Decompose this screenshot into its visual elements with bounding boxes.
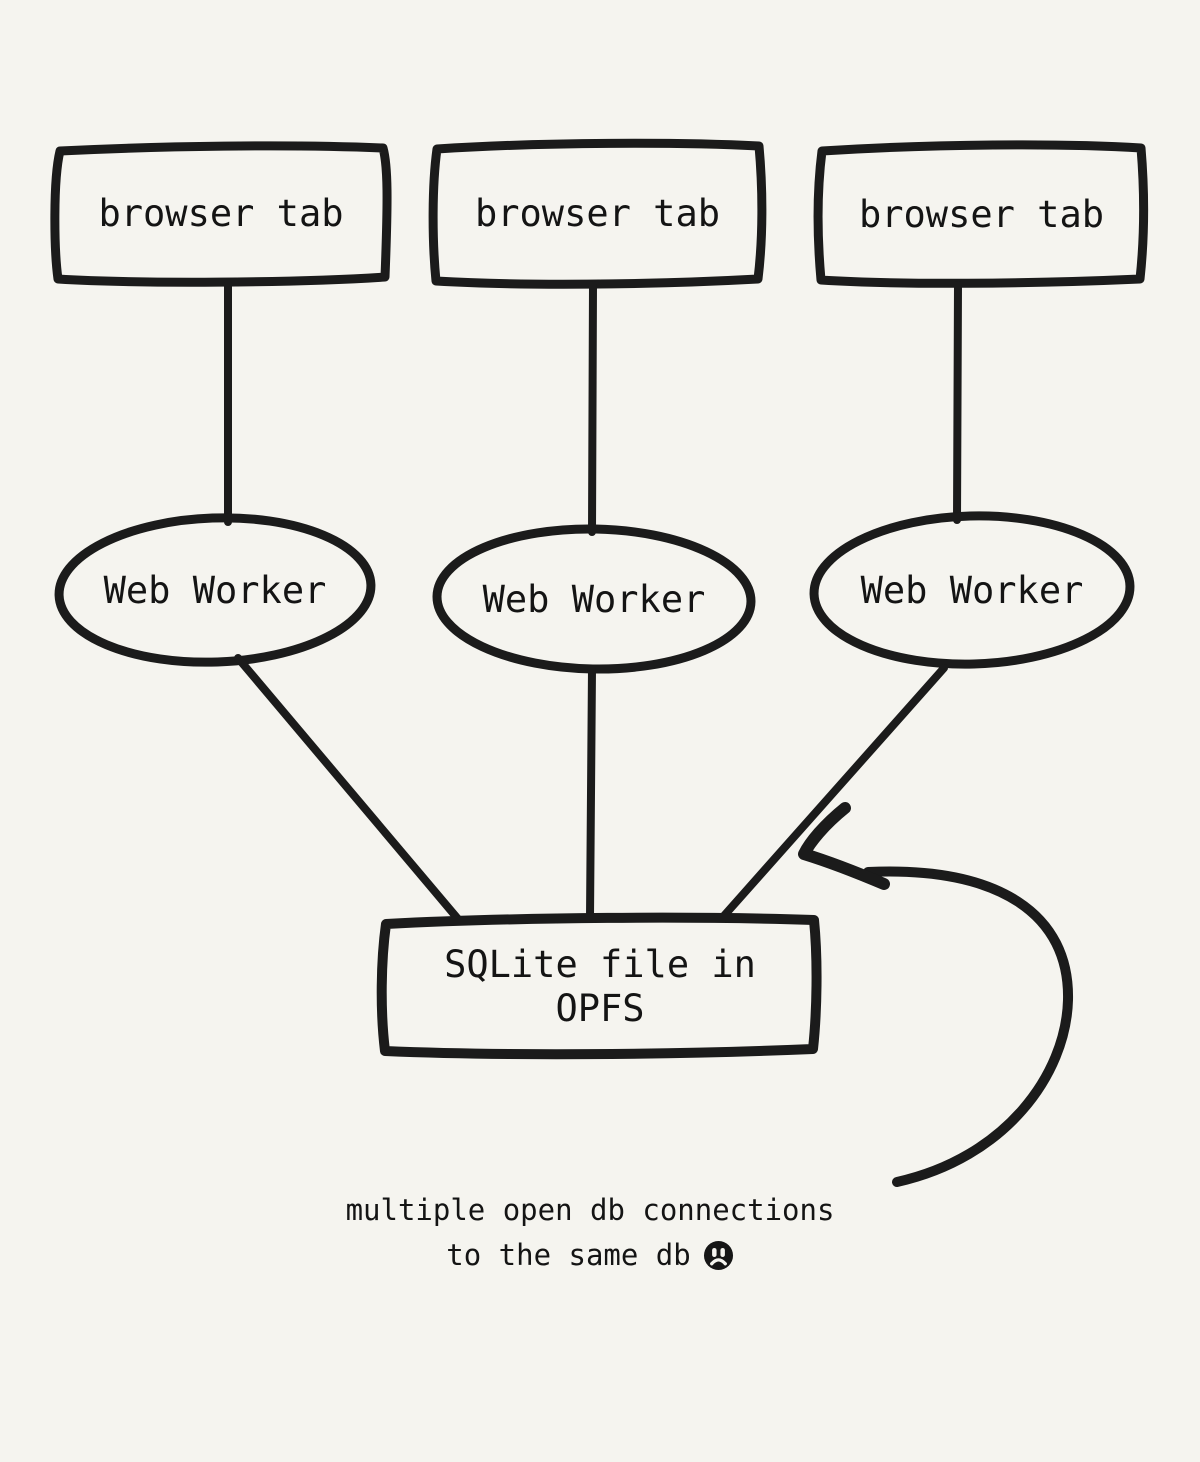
annotation-arrowhead bbox=[798, 802, 890, 890]
edge-tab3-worker3 bbox=[953, 281, 962, 524]
browser-tab-box-1 bbox=[50, 141, 392, 287]
browser-tab-box-3 bbox=[813, 140, 1149, 288]
annotation-arrow-curve bbox=[863, 866, 1074, 1187]
web-worker-1-label: Web Worker bbox=[103, 569, 327, 612]
edge-tab2-worker2 bbox=[588, 281, 597, 536]
sad-face-icon bbox=[703, 1240, 733, 1271]
edge-worker3-sqlite bbox=[718, 664, 948, 922]
browser-tab-3-label: browser tab bbox=[858, 192, 1105, 236]
web-worker-ellipse-1 bbox=[54, 513, 376, 667]
browser-tab-2-label: browser tab bbox=[474, 191, 721, 235]
browser-tab-1-label: browser tab bbox=[98, 191, 344, 235]
caption-line2: to the same db bbox=[446, 1238, 691, 1272]
web-worker-ellipse-3 bbox=[809, 511, 1135, 669]
browser-tab-box-2 bbox=[428, 138, 767, 289]
caption-line1: multiple open db connections bbox=[345, 1193, 835, 1227]
sqlite-label-line2: OPFS bbox=[555, 986, 645, 1030]
web-worker-2-label: Web Worker bbox=[482, 577, 706, 621]
annotation-caption: multiple open db connections to the same… bbox=[0, 1188, 1180, 1278]
sqlite-box bbox=[376, 912, 822, 1060]
edge-worker1-sqlite bbox=[234, 654, 462, 923]
web-worker-3-label: Web Worker bbox=[860, 568, 1084, 612]
sqlite-file-label: SQLite file in OPFS bbox=[378, 916, 822, 1056]
edge-worker2-sqlite bbox=[586, 665, 596, 921]
sqlite-label-line1: SQLite file in bbox=[444, 942, 756, 986]
caption-line2-row: to the same db bbox=[446, 1233, 733, 1278]
